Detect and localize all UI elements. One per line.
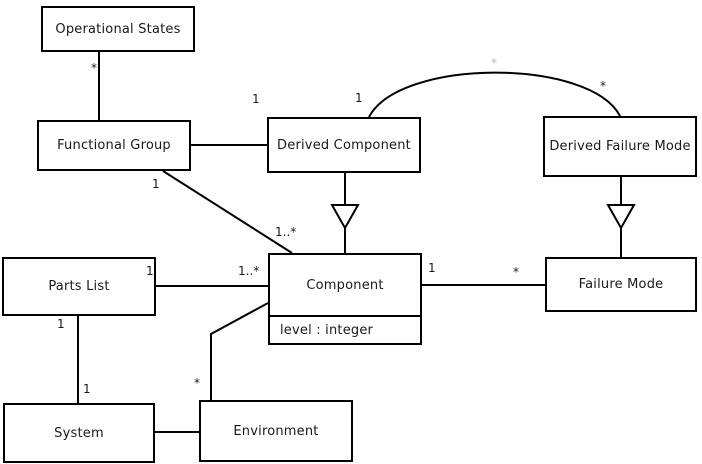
multiplicity-label-m-curve-apex: *	[491, 56, 497, 70]
class-name-parts-list: Parts List	[48, 279, 110, 294]
multiplicity-label-m-dfm-curve: *	[600, 79, 606, 93]
class-attributes-component: level : integer	[270, 315, 420, 343]
class-box-derived-failure-mode[interactable]: Derived Failure Mode	[543, 116, 697, 177]
multiplicity-label-m-fg-dc: 1	[252, 92, 260, 106]
class-box-operational-states[interactable]: Operational States	[41, 6, 195, 52]
multiplicity-label-m-fg-comp-1: 1	[152, 177, 160, 191]
class-name-failure-mode: Failure Mode	[578, 277, 664, 292]
generalization-arrow-icon	[606, 204, 636, 231]
multiplicity-label-m-pl-comp-many: 1..*	[238, 264, 260, 278]
class-name-system: System	[54, 425, 104, 441]
class-box-parts-list[interactable]: Parts List	[2, 257, 156, 316]
multiplicity-label-m-pl-sys-bottom: 1	[83, 382, 91, 396]
association-derived-component--derived-failure-mode[interactable]	[368, 71, 621, 118]
class-name-component: Component	[306, 277, 384, 293]
class-attribute: level : integer	[280, 322, 374, 338]
association-functional-group--component[interactable]	[162, 170, 293, 254]
multiplicity-label-m-comp-fm-1: 1	[428, 261, 436, 275]
class-box-system[interactable]: System	[3, 403, 155, 463]
multiplicity-label-m-dc-curve: 1	[355, 91, 363, 105]
class-name-environment: Environment	[233, 423, 319, 439]
association-environment--component[interactable]	[210, 302, 269, 400]
class-name-operational-states: Operational States	[55, 21, 181, 37]
class-box-component[interactable]: Component level : integer	[268, 253, 422, 345]
class-box-derived-component[interactable]: Derived Component	[267, 117, 421, 173]
class-box-failure-mode[interactable]: Failure Mode	[545, 257, 697, 312]
multiplicity-label-m-comp-fm-many: *	[513, 265, 519, 279]
multiplicity-label-m-pl-comp-1: 1	[146, 264, 154, 278]
generalization-arrow-icon	[330, 204, 360, 231]
class-box-environment[interactable]: Environment	[199, 400, 353, 462]
multiplicity-label-m-fg-comp-many: 1..*	[275, 225, 297, 239]
multiplicity-label-m-pl-sys-top: 1	[57, 317, 65, 331]
multiplicity-label-m-env-comp: *	[194, 376, 200, 390]
class-name-derived-component: Derived Component	[277, 137, 411, 153]
multiplicity-label-m-os-fg: *	[91, 61, 97, 75]
class-box-functional-group[interactable]: Functional Group	[37, 120, 191, 171]
class-name-derived-failure-mode: Derived Failure Mode	[549, 139, 691, 154]
class-name-functional-group: Functional Group	[57, 138, 171, 153]
